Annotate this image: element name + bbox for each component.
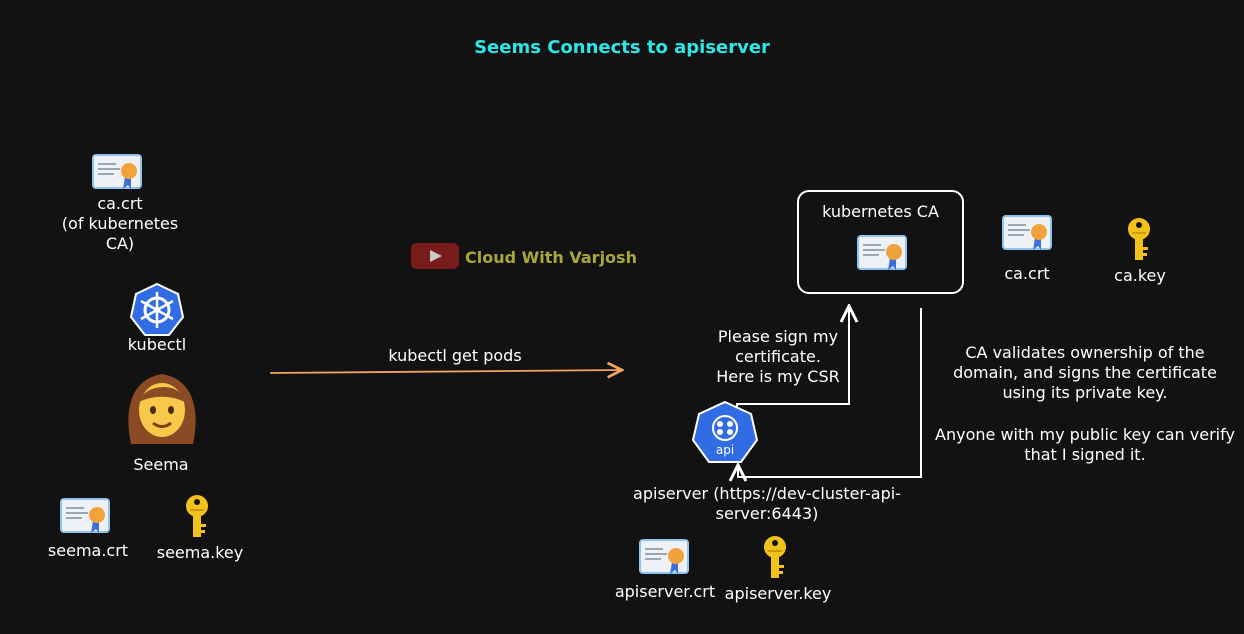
ca-box-title: kubernetes CA	[822, 202, 939, 221]
user-avatar-icon	[123, 366, 201, 450]
user-cert-label: seema.crt	[47, 541, 129, 560]
ca-explanation-2: Anyone with my public key can verify tha…	[935, 425, 1235, 464]
ca-certificate-icon-right	[1002, 214, 1054, 256]
watermark-text: Cloud With Varjosh	[465, 248, 637, 267]
user-key-icon	[184, 495, 210, 543]
ca-certificate-icon	[92, 153, 144, 195]
request-arrow	[269, 370, 622, 373]
apiserver-label: apiserver (https://dev-cluster-api- serv…	[633, 484, 901, 523]
user-certificate-icon	[60, 497, 112, 539]
apiserver-cert-label: apiserver.crt	[614, 582, 716, 601]
diagram-title: Seems Connects to apiserver	[474, 37, 770, 58]
ca-cert-label: ca.crt	[1004, 264, 1050, 283]
kubectl-icon	[129, 282, 185, 342]
ca-box-certificate-icon	[857, 234, 909, 276]
ca-cert-client-label: ca.crt (of kubernetes CA)	[61, 194, 179, 253]
csr-note: Please sign my certificate. Here is my C…	[716, 327, 840, 386]
apiserver-icon-text: api	[715, 443, 735, 457]
request-label: kubectl get pods	[388, 346, 522, 365]
apiserver-key-icon	[762, 536, 788, 584]
user-name-label: Seema	[133, 455, 189, 474]
apiserver-icon	[689, 400, 761, 470]
ca-key-icon	[1126, 218, 1152, 266]
youtube-logo-icon	[411, 243, 459, 269]
kubectl-label: kubectl	[127, 335, 187, 354]
user-key-label: seema.key	[156, 543, 244, 562]
apiserver-certificate-icon	[639, 538, 691, 580]
kubernetes-ca-box	[797, 190, 964, 294]
ca-explanation-1: CA validates ownership of the domain, an…	[953, 343, 1217, 402]
ca-key-label: ca.key	[1114, 266, 1166, 285]
apiserver-key-label: apiserver.key	[724, 584, 832, 603]
